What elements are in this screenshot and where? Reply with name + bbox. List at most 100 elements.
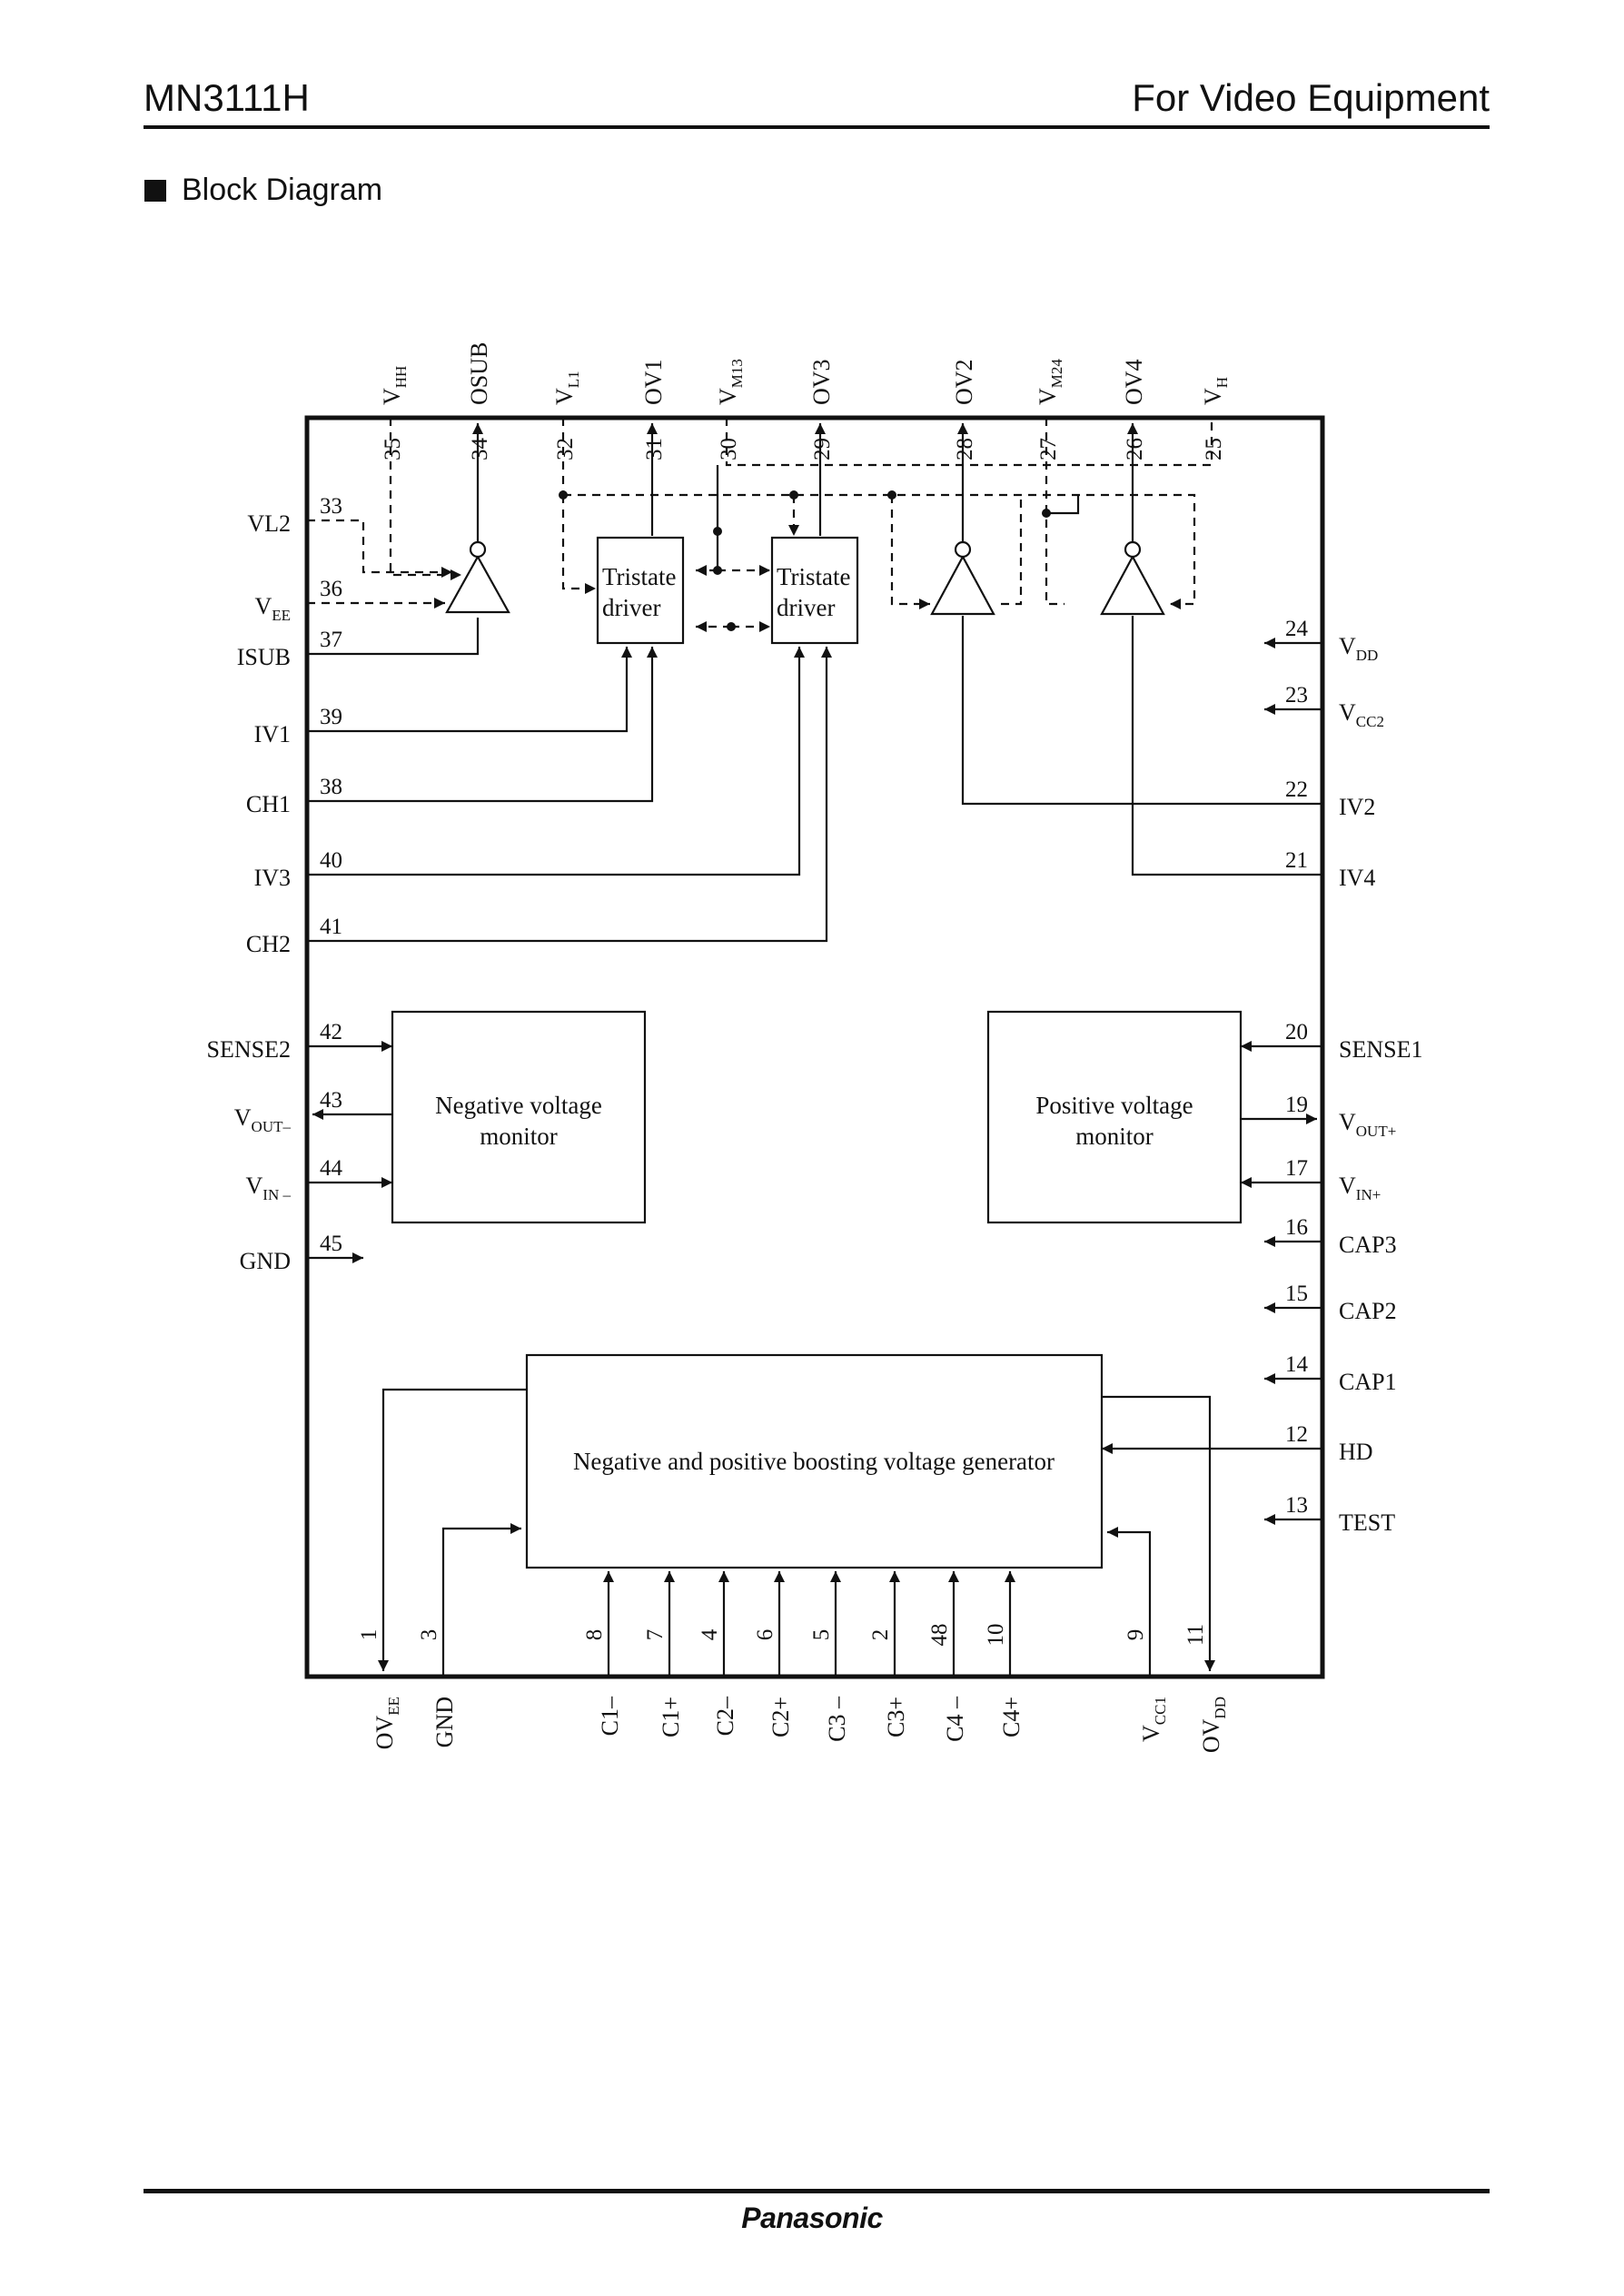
buffer-ov2-bubble bbox=[954, 540, 972, 559]
pin-left-number: 33 bbox=[320, 494, 342, 519]
pin-top-number: 30 bbox=[717, 438, 741, 460]
neg-monitor-label: Negative voltage bbox=[435, 1092, 602, 1119]
pin-bottom-name: C4 – bbox=[942, 1696, 968, 1742]
pin-left-number: 45 bbox=[320, 1232, 342, 1256]
negative-voltage-monitor bbox=[391, 1010, 647, 1224]
pin-left-name: VL2 bbox=[247, 510, 291, 537]
pin-bottom-name: OVDD bbox=[1198, 1697, 1229, 1753]
pin-left-name: IV1 bbox=[254, 721, 291, 747]
pin-right-number: 20 bbox=[1285, 1020, 1308, 1044]
section-bullet-icon bbox=[144, 180, 166, 202]
pin-bottom-number: 5 bbox=[809, 1629, 834, 1641]
pin-top-number: 28 bbox=[953, 438, 977, 460]
pin-left-number: 43 bbox=[320, 1088, 342, 1113]
pin-left-name: SENSE2 bbox=[207, 1036, 291, 1063]
pos-monitor-label: Positive voltage bbox=[1035, 1092, 1193, 1119]
pin-bottom-number: 8 bbox=[582, 1629, 607, 1641]
pin-top-number: 31 bbox=[642, 438, 667, 460]
pin-right-number: 15 bbox=[1285, 1282, 1308, 1306]
tristate-2-label: Tristate bbox=[777, 563, 851, 590]
pin-right-name: IV4 bbox=[1339, 865, 1375, 891]
pin-top-name: OV3 bbox=[808, 359, 835, 405]
pin-top-number: 26 bbox=[1123, 438, 1147, 460]
document-category: For Video Equipment bbox=[1132, 76, 1490, 119]
pin-right-name: CAP3 bbox=[1339, 1232, 1397, 1258]
pin-bottom-name: GND bbox=[431, 1697, 458, 1747]
pin-bottom-number: 2 bbox=[868, 1629, 893, 1641]
tristate-1-label: Tristate bbox=[602, 563, 677, 590]
pin-left-number: 41 bbox=[320, 915, 342, 939]
generator-label: Negative and positive boosting voltage g… bbox=[573, 1448, 1055, 1475]
pin-right-number: 23 bbox=[1285, 683, 1308, 708]
pin-right-number: 14 bbox=[1285, 1352, 1309, 1377]
section-title: Block Diagram bbox=[182, 173, 383, 207]
tristate-driver-2 bbox=[770, 536, 859, 645]
pin-top-number: 35 bbox=[381, 438, 405, 460]
pin-top-name: VHH bbox=[379, 366, 410, 405]
boosting-voltage-generator bbox=[525, 1353, 1104, 1569]
pin-top-number: 34 bbox=[468, 438, 492, 461]
pin-bottom-name: OVEE bbox=[371, 1697, 402, 1749]
pin-left-number: 44 bbox=[320, 1156, 343, 1181]
buffer-osub bbox=[445, 554, 510, 614]
pin-right-name: VOUT+ bbox=[1339, 1109, 1396, 1140]
pin-bottom-number: 6 bbox=[753, 1629, 777, 1641]
pin-bottom-number: 1 bbox=[357, 1629, 381, 1641]
top-connections bbox=[389, 418, 1213, 632]
pin-right-number: 13 bbox=[1285, 1493, 1308, 1518]
pin-top-name: VL1 bbox=[551, 371, 582, 405]
tristate-driver-1 bbox=[596, 536, 685, 645]
pin-top-number: 27 bbox=[1036, 438, 1061, 460]
pin-left-number: 42 bbox=[320, 1020, 342, 1044]
pin-right-number: 16 bbox=[1285, 1215, 1308, 1240]
pin-bottom-name: C4+ bbox=[998, 1697, 1025, 1737]
buffer-ov4 bbox=[1100, 554, 1165, 616]
pin-right-number: 21 bbox=[1285, 848, 1308, 873]
bottom-connections bbox=[378, 1388, 1215, 1677]
pin-right-name: CAP2 bbox=[1339, 1298, 1397, 1324]
pin-bottom-number: 9 bbox=[1124, 1629, 1148, 1641]
pin-bottom-number: 10 bbox=[984, 1624, 1008, 1647]
pin-left-number: 37 bbox=[320, 628, 342, 652]
pin-left-name: IV3 bbox=[254, 865, 291, 891]
pin-labels: 35VHH34OSUB32VL131OV130VM1329OV328OV227V… bbox=[207, 342, 1423, 1753]
pin-bottom-name: C3 – bbox=[824, 1696, 850, 1742]
junction-dots bbox=[559, 490, 1051, 631]
pin-left-name: CH2 bbox=[246, 931, 291, 957]
pin-left-number: 40 bbox=[320, 848, 342, 873]
pin-bottom-name: C1+ bbox=[658, 1697, 684, 1737]
left-connections bbox=[307, 519, 832, 1263]
pin-top-number: 32 bbox=[553, 438, 578, 460]
pin-right-number: 22 bbox=[1285, 777, 1308, 802]
pin-right-name: VDD bbox=[1339, 633, 1378, 664]
pin-left-number: 38 bbox=[320, 775, 342, 799]
pin-left-name: GND bbox=[240, 1248, 291, 1274]
pin-top-name: OSUB bbox=[466, 342, 492, 405]
footer-rule bbox=[144, 2189, 1490, 2193]
pin-bottom-name: C2+ bbox=[767, 1697, 794, 1737]
positive-voltage-monitor bbox=[986, 1010, 1243, 1224]
tristate-2-label: driver bbox=[777, 594, 835, 621]
pin-left-name: ISUB bbox=[237, 644, 291, 670]
pos-monitor-label: monitor bbox=[1075, 1123, 1154, 1150]
brand-logo: Panasonic bbox=[741, 2202, 883, 2234]
block-texts: Tristate driver Tristate driver Negative… bbox=[435, 563, 1193, 1475]
pin-bottom-number: 4 bbox=[698, 1628, 722, 1640]
buffer-ov4-bubble bbox=[1124, 540, 1142, 559]
pin-top-name: OV4 bbox=[1121, 359, 1147, 405]
pin-right-number: 12 bbox=[1285, 1422, 1308, 1447]
pin-right-name: IV2 bbox=[1339, 794, 1375, 820]
pin-bottom-name: C2– bbox=[712, 1696, 738, 1736]
pin-bottom-number: 48 bbox=[927, 1624, 952, 1647]
pin-right-name: HD bbox=[1339, 1439, 1373, 1465]
pin-right-name: VIN+ bbox=[1339, 1173, 1381, 1203]
pin-top-name: VM13 bbox=[715, 359, 746, 405]
pin-bottom-number: 11 bbox=[1183, 1624, 1208, 1646]
pin-bottom-name: C3+ bbox=[883, 1697, 909, 1737]
pin-top-name: VM24 bbox=[1035, 359, 1065, 405]
buffer-osub-bubble bbox=[469, 540, 487, 559]
right-connections bbox=[961, 616, 1322, 1525]
pin-left-name: VIN – bbox=[246, 1173, 292, 1203]
pin-right-name: CAP1 bbox=[1339, 1369, 1397, 1395]
